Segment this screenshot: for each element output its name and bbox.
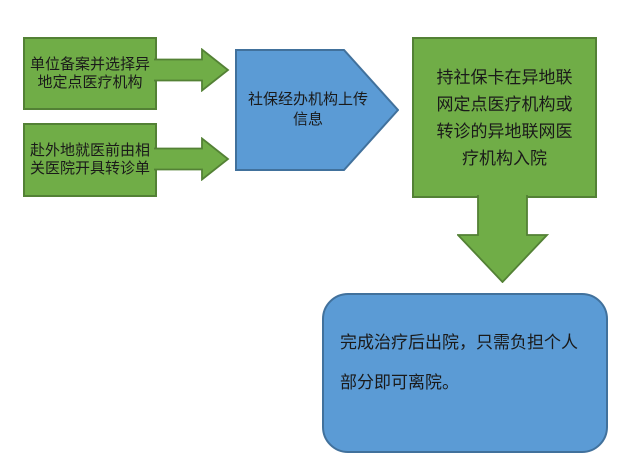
arrow-right-top-icon: [154, 48, 230, 92]
step-unit-filing-label: 单位备案并选择异 地定点医疗机构: [29, 55, 150, 91]
step-admission-label: 持社保卡在异地联 网定点医疗机构或 转诊的异地联网医 疗机构入院: [436, 67, 573, 168]
pentagon-arrow-shape: [235, 49, 399, 171]
step-referral-box: 赴外地就医前由相 关医院开具转诊单: [23, 123, 157, 197]
step-discharge-box: 完成治疗后出院，只需负担个人 部分即可离院。: [322, 293, 608, 453]
arrow-down-icon: [457, 195, 549, 283]
step-upload-label: 社保经办机构上传 信息: [247, 91, 368, 128]
step-upload-label-wrap: 社保经办机构上传 信息: [235, 49, 381, 171]
arrow-right-bottom-icon: [154, 137, 230, 181]
step-referral-label: 赴外地就医前由相 关医院开具转诊单: [29, 142, 150, 177]
step-discharge-label: 完成治疗后出院，只需负担个人 部分即可离院。: [340, 333, 578, 392]
step-admission-box: 持社保卡在异地联 网定点医疗机构或 转诊的异地联网医 疗机构入院: [412, 37, 597, 198]
step-unit-filing-box: 单位备案并选择异 地定点医疗机构: [23, 37, 157, 110]
